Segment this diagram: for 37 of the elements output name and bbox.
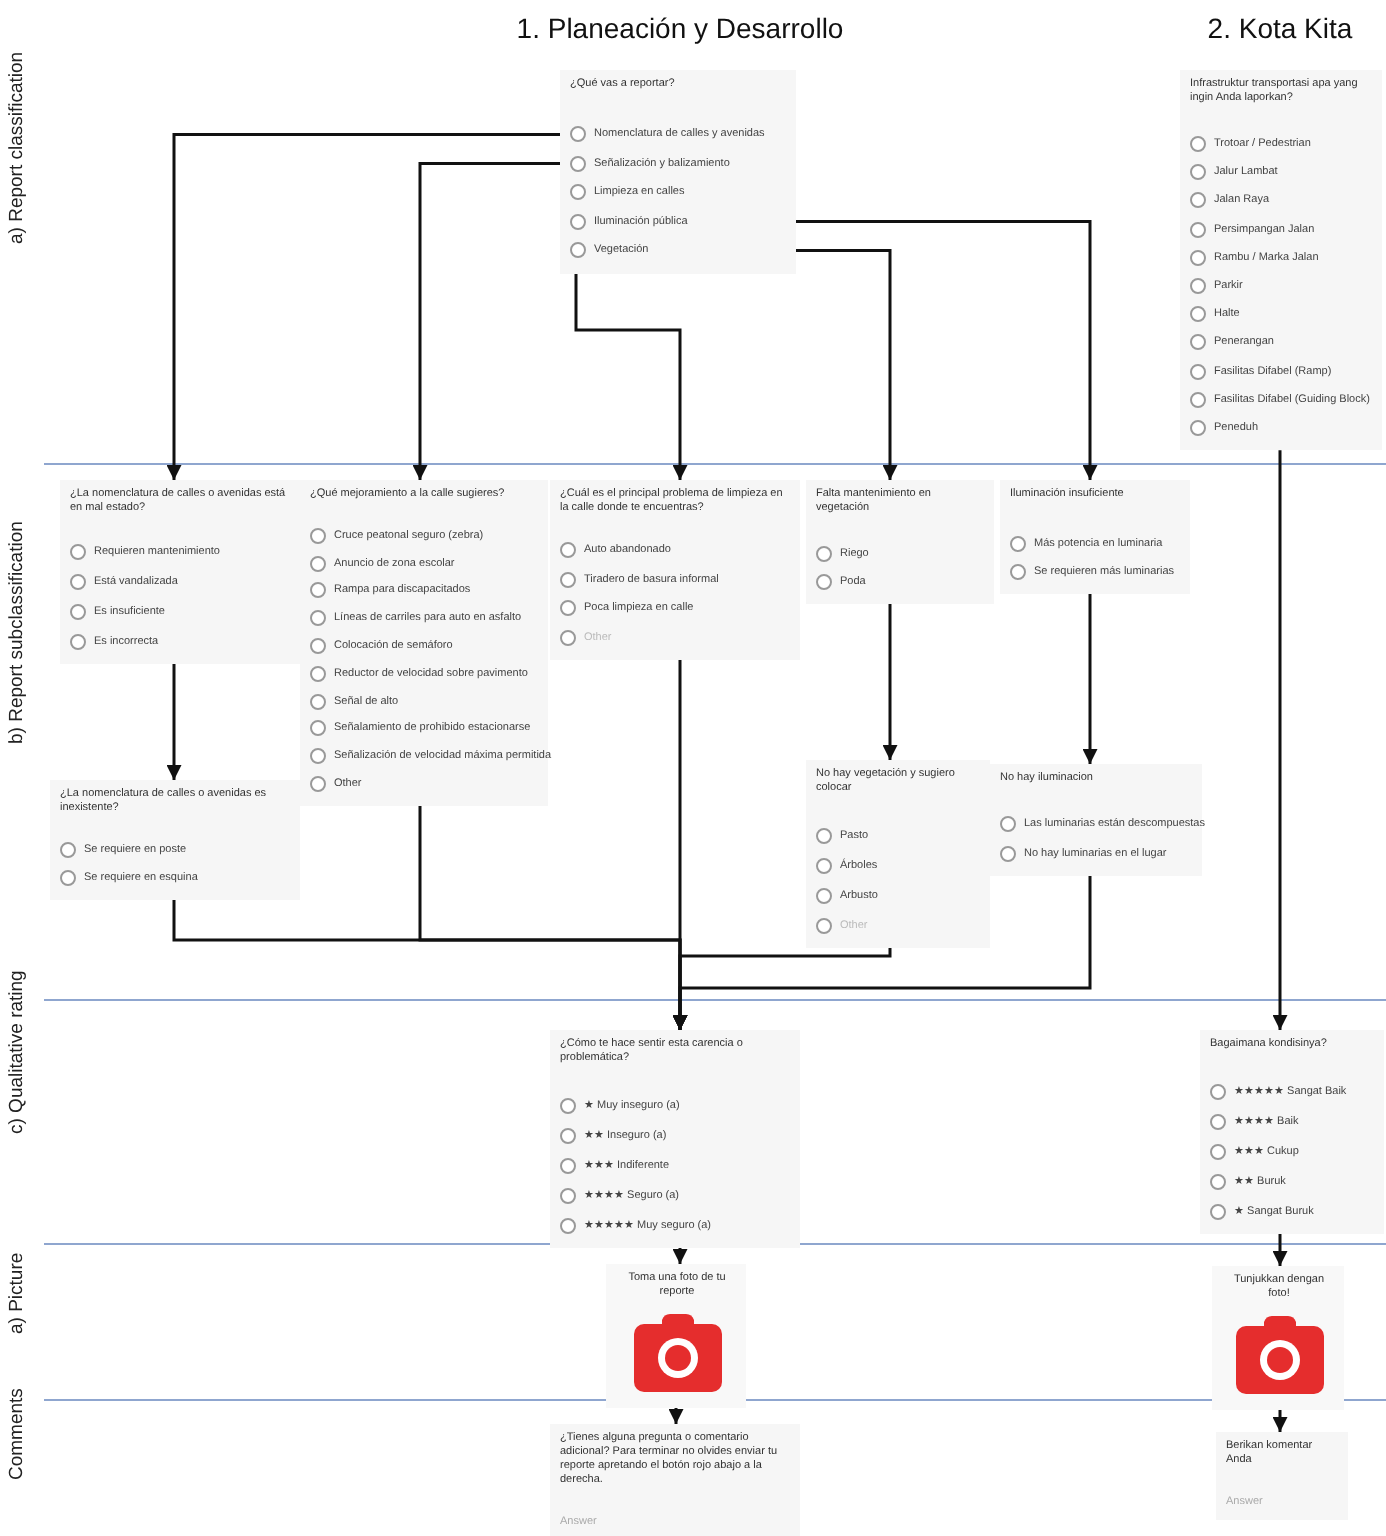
arrow bbox=[796, 220, 1098, 480]
form-card bbox=[1180, 70, 1382, 451]
form-card bbox=[560, 70, 796, 273]
form-card bbox=[806, 480, 994, 604]
form-card bbox=[806, 760, 990, 948]
row-label: a) Report classification bbox=[6, 50, 28, 243]
form-card bbox=[1000, 480, 1190, 594]
row-label: b) Report subclassification bbox=[6, 520, 28, 743]
form-card bbox=[1216, 1432, 1348, 1520]
form-card bbox=[60, 480, 300, 664]
form-card bbox=[50, 780, 300, 900]
form-card bbox=[550, 480, 800, 660]
arrow bbox=[1272, 1410, 1288, 1432]
arrow bbox=[412, 162, 560, 480]
row-label: Comments bbox=[6, 1387, 28, 1479]
form-card bbox=[300, 480, 548, 806]
form-card bbox=[550, 1030, 800, 1248]
column-heading: 2. Kota Kita bbox=[1207, 12, 1353, 44]
arrow bbox=[166, 664, 182, 780]
column-heading: 1. Planeación y Desarrollo bbox=[516, 12, 844, 44]
arrow bbox=[882, 604, 898, 760]
arrow bbox=[668, 1408, 684, 1424]
form-card bbox=[550, 1424, 800, 1536]
form-card bbox=[606, 1264, 746, 1408]
arrow bbox=[796, 249, 898, 480]
arrow bbox=[574, 273, 688, 480]
arrow bbox=[1272, 1234, 1288, 1266]
form-card bbox=[1200, 1030, 1384, 1234]
arrow bbox=[166, 133, 560, 480]
arrow bbox=[1082, 594, 1098, 764]
arrow bbox=[1272, 450, 1288, 1030]
row-label: a) Picture bbox=[6, 1251, 28, 1333]
row-label: c) Qualitative rating bbox=[6, 969, 28, 1133]
form-card bbox=[1212, 1266, 1344, 1410]
form-card bbox=[990, 764, 1202, 876]
arrow bbox=[672, 1248, 688, 1264]
arrow bbox=[672, 876, 1092, 1030]
